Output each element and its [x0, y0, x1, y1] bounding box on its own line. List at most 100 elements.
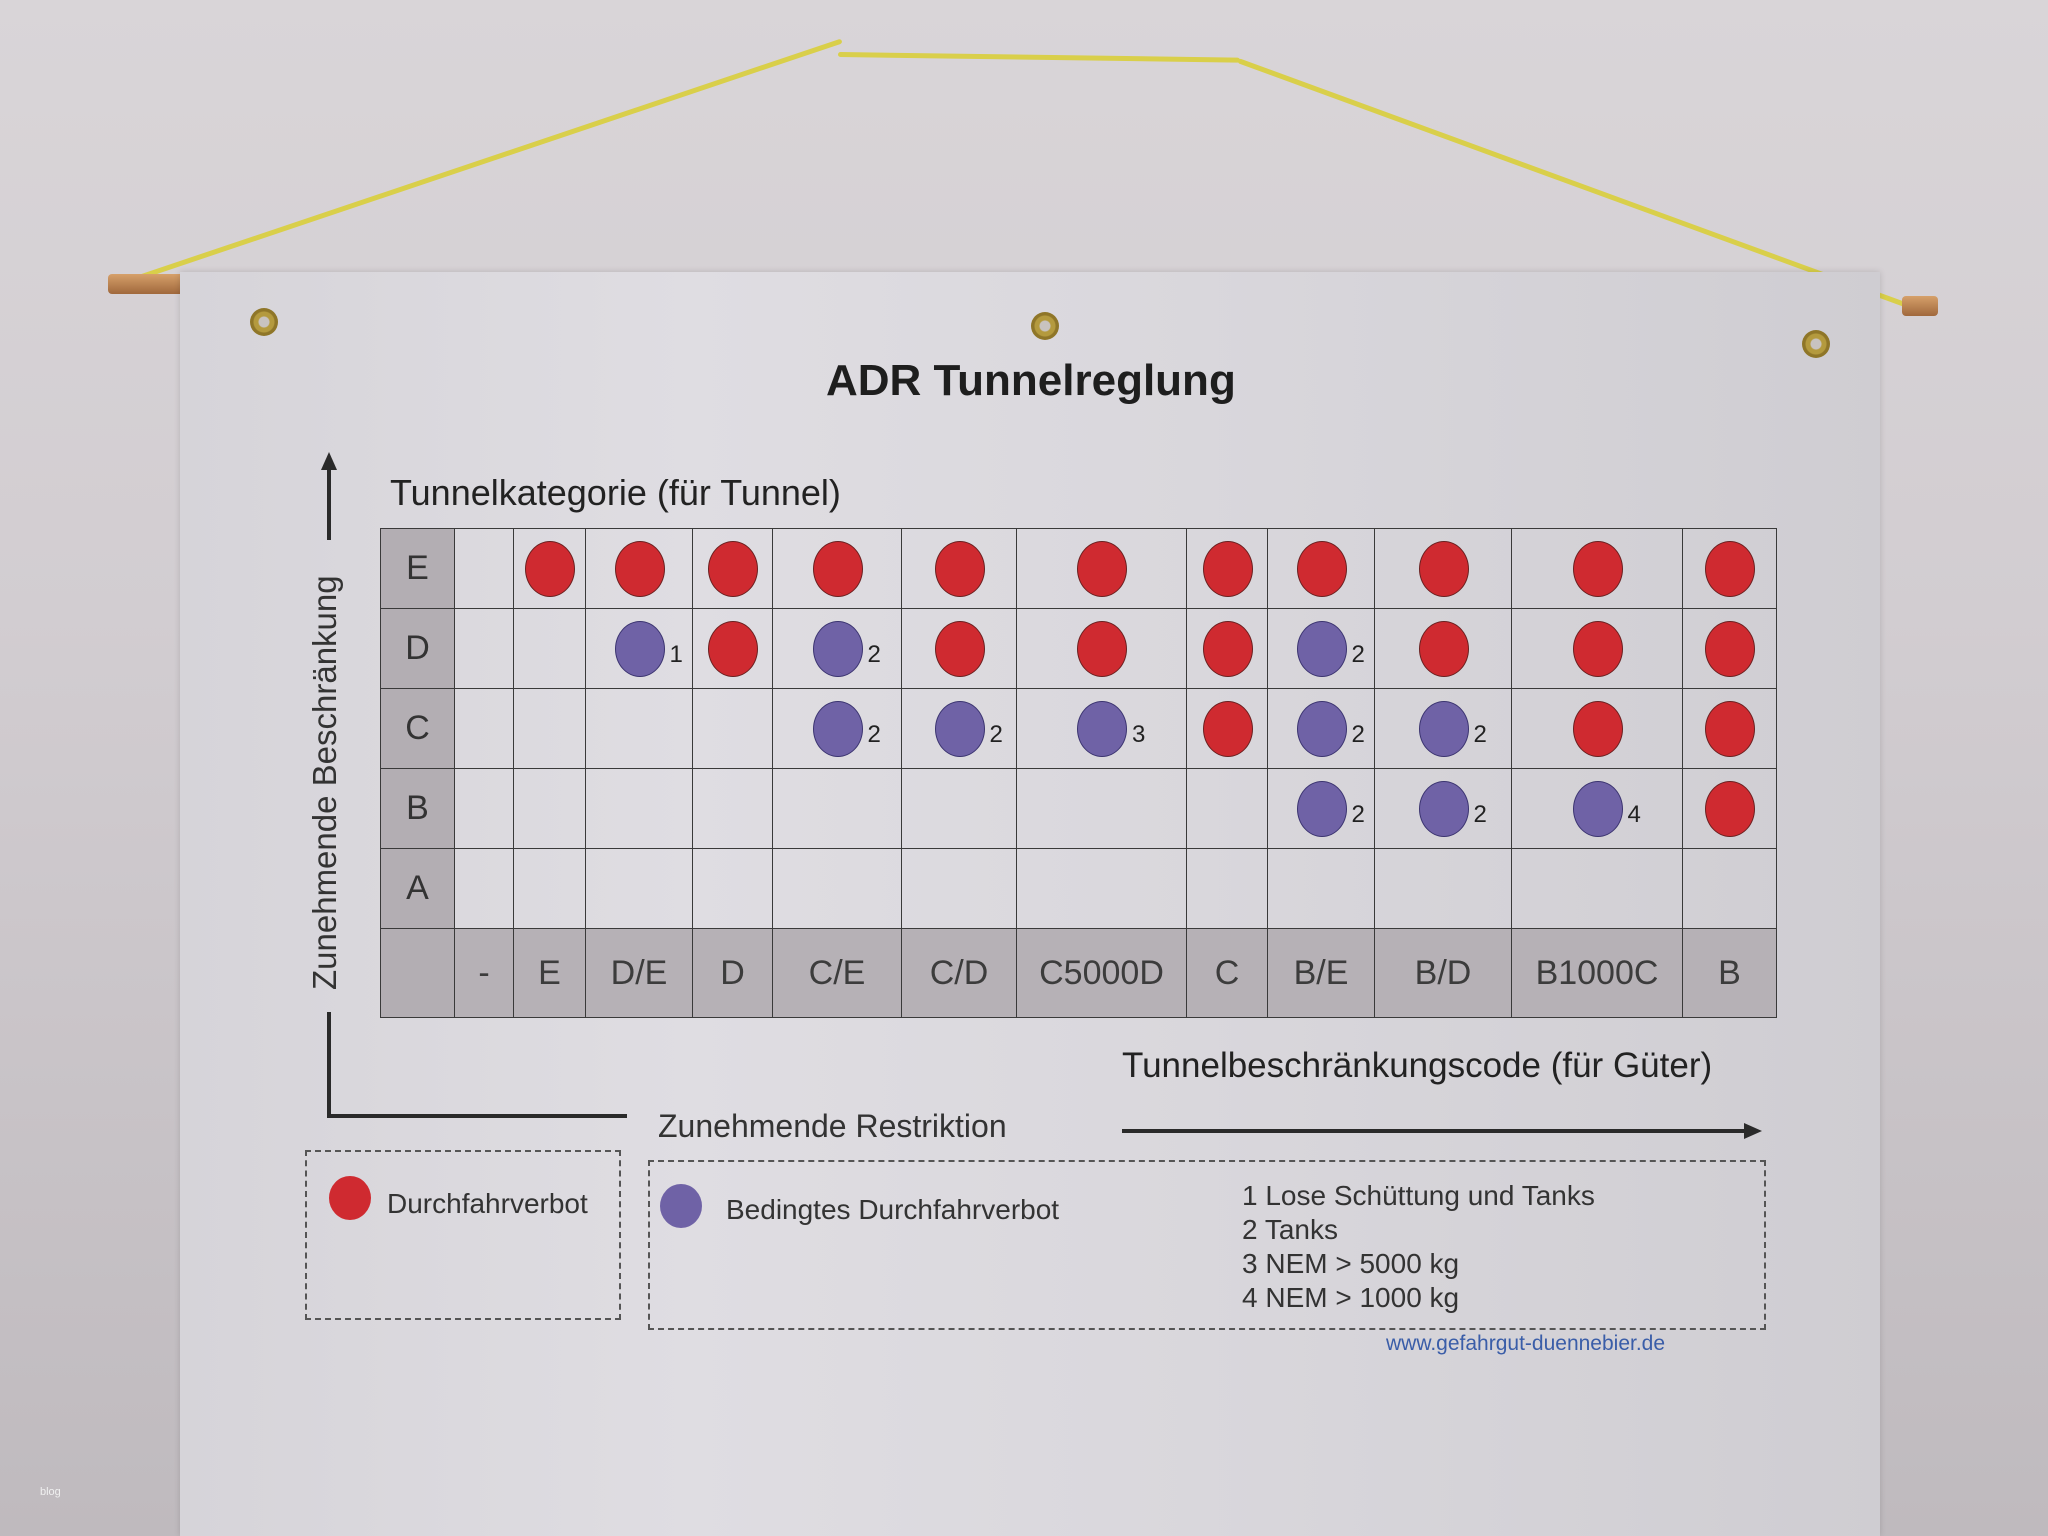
matrix-cell	[585, 688, 693, 769]
matrix-cell	[901, 608, 1017, 689]
matrix-cell	[772, 528, 902, 609]
column-header: E	[513, 928, 586, 1018]
blue-dot-icon	[812, 701, 863, 757]
matrix-cell	[1511, 688, 1683, 769]
blue-dot-icon	[1572, 781, 1623, 837]
row-header-c: C	[380, 688, 455, 769]
matrix-cell	[513, 528, 586, 609]
blue-dot-icon	[812, 621, 863, 677]
matrix-cell	[1511, 608, 1683, 689]
footnote-marker: 2	[867, 721, 881, 748]
footnote-4: 4 NEM > 1000 kg	[1242, 1282, 1460, 1313]
matrix-cell: 2	[1374, 768, 1512, 849]
matrix-cell	[692, 608, 773, 689]
matrix-cell	[1374, 608, 1512, 689]
footnote-3: 3 NEM > 5000 kg	[1242, 1248, 1460, 1279]
matrix-cell	[1682, 848, 1777, 929]
red-dot-icon	[525, 541, 575, 597]
matrix-cell	[901, 528, 1017, 609]
horizontal-axis-left-line	[327, 1114, 627, 1118]
header-corner	[380, 928, 455, 1018]
matrix-cell	[585, 768, 693, 849]
matrix-cell	[1016, 848, 1187, 929]
footnote-marker: 2	[1473, 721, 1487, 748]
matrix-cell	[1374, 528, 1512, 609]
matrix-cell	[901, 848, 1017, 929]
blue-dot-icon	[1296, 701, 1347, 757]
column-header: C/D	[901, 928, 1017, 1018]
matrix-cell	[585, 848, 693, 929]
matrix-cell	[454, 688, 514, 769]
column-header: C/E	[772, 928, 902, 1018]
matrix-cell: 2	[772, 688, 902, 769]
red-dot-icon	[614, 541, 665, 597]
red-dot-icon	[1705, 621, 1755, 677]
legend-box-red: Durchfahrverbot	[305, 1150, 621, 1320]
matrix-cell: 2	[1267, 688, 1375, 769]
red-dot-icon	[934, 541, 985, 597]
y-axis-direction-label: Zunehmende Beschränkung	[306, 575, 343, 990]
footnote-marker: 1	[669, 641, 683, 668]
matrix-cell: 1	[585, 608, 693, 689]
column-header: B1000C	[1511, 928, 1683, 1018]
footnote-1: 1 Lose Schüttung und Tanks	[1242, 1180, 1595, 1211]
column-header: B/E	[1267, 928, 1375, 1018]
red-dot-icon	[1418, 541, 1469, 597]
row-header-a: A	[380, 848, 455, 929]
footnote-marker: 4	[1627, 801, 1641, 828]
red-dot-icon	[1202, 621, 1253, 677]
matrix-cell	[513, 848, 586, 929]
red-dot-icon	[708, 621, 758, 677]
red-dot-icon	[1705, 781, 1755, 837]
website-url: www.gefahrgut-duennebier.de	[1386, 1332, 1666, 1355]
blue-dot-icon	[934, 701, 985, 757]
matrix-cell	[454, 848, 514, 929]
matrix-cell	[1267, 528, 1375, 609]
matrix-cell	[513, 608, 586, 689]
vertical-axis-arrow-line	[327, 468, 331, 540]
arrow-right-icon	[1744, 1123, 1762, 1139]
grommet-left	[250, 308, 278, 336]
legend-box-blue: Bedingtes Durchfahrverbot 1 Lose Schüttu…	[648, 1160, 1766, 1330]
matrix-cell	[692, 848, 773, 929]
blue-dot-icon	[1296, 621, 1347, 677]
watermark: blog	[40, 1486, 61, 1498]
row-header-d: D	[380, 608, 455, 689]
matrix-cell: 3	[1016, 688, 1187, 769]
matrix-cell	[513, 768, 586, 849]
matrix-cell	[692, 688, 773, 769]
red-dot-icon	[1705, 701, 1755, 757]
matrix-cell	[1511, 848, 1683, 929]
red-dot-icon	[1572, 541, 1623, 597]
poster-banner	[180, 272, 1880, 1536]
matrix-cell	[1016, 528, 1187, 609]
matrix-cell: 2	[1267, 768, 1375, 849]
x-axis-direction-label: Zunehmende Restriktion	[658, 1108, 1007, 1144]
matrix-cell	[1267, 848, 1375, 929]
red-dot-icon	[1077, 541, 1127, 597]
footnote-marker: 2	[1351, 721, 1365, 748]
legend-blue-label: Bedingtes Durchfahrverbot	[726, 1194, 1060, 1225]
arrow-up-icon	[321, 452, 337, 470]
hanging-cord-top	[837, 52, 1240, 63]
footnote-marker: 2	[989, 721, 1003, 748]
hanging-rod-left	[108, 274, 186, 294]
matrix-cell	[692, 768, 773, 849]
row-header-e: E	[380, 528, 455, 609]
matrix-cell	[1682, 608, 1777, 689]
matrix-cell	[1186, 608, 1268, 689]
blue-dot-icon	[1077, 701, 1127, 757]
matrix-cell	[1186, 528, 1268, 609]
matrix-cell	[772, 768, 902, 849]
footnote-marker: 3	[1132, 721, 1146, 748]
matrix-cell	[1511, 528, 1683, 609]
y-axis-title: Tunnelkategorie (für Tunnel)	[390, 472, 841, 513]
matrix-cell: 2	[901, 688, 1017, 769]
row-header-b: B	[380, 768, 455, 849]
footnote-marker: 2	[867, 641, 881, 668]
red-dot-icon	[1705, 541, 1755, 597]
red-dot-icon	[329, 1176, 371, 1220]
matrix-cell	[1186, 688, 1268, 769]
matrix-cell	[1682, 768, 1777, 849]
